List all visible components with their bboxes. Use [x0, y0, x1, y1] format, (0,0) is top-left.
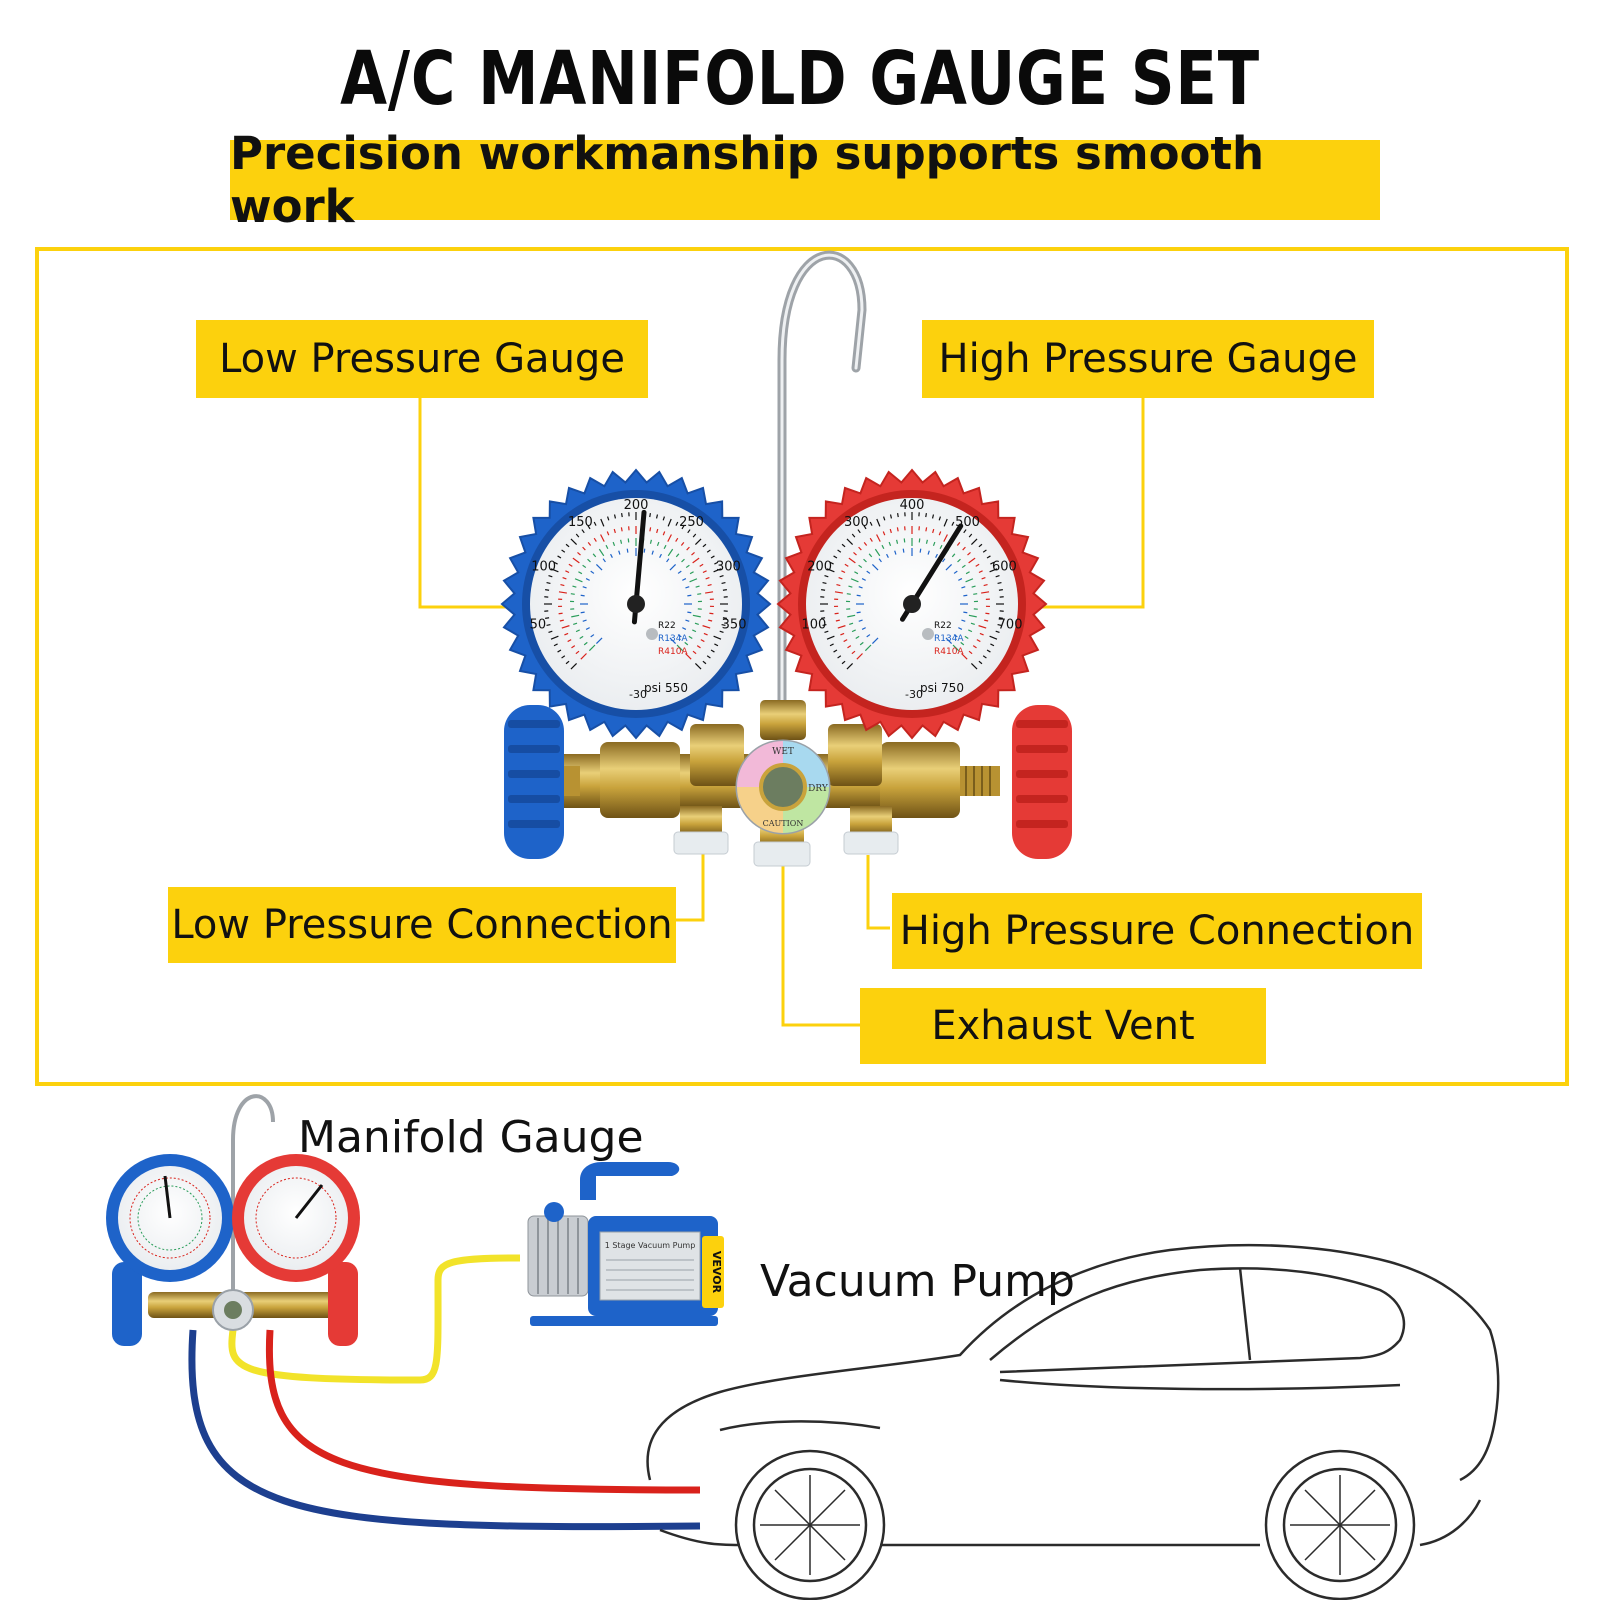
low-gauge-refrigerant-label: R410A	[658, 647, 688, 657]
high-gauge-scale-label: 600	[992, 560, 1017, 575]
leader-exhaust-vent	[781, 865, 860, 1027]
manifold-gauge-label: Manifold Gauge	[298, 1112, 644, 1163]
red-hose	[265, 1329, 701, 1494]
blue-hose	[188, 1329, 701, 1531]
callout-exhaust-vent: Exhaust Vent	[860, 988, 1266, 1064]
high-gauge-unit-label: psi 750	[920, 681, 964, 695]
callout-low-pressure-gauge: Low Pressure Gauge	[196, 320, 648, 398]
low-gauge-refrigerant-label: R22	[658, 621, 676, 631]
low-gauge-scale-label: 300	[716, 560, 741, 575]
low-gauge-vacuum-label: -30	[629, 688, 647, 701]
high-gauge-scale-label: 100	[802, 618, 827, 633]
high-side-valve-knob	[1012, 705, 1072, 859]
high-gauge-needle-hub	[903, 595, 921, 613]
high-gauge-refrigerant-label: R410A	[934, 647, 964, 657]
high-gauge-scale-label: 300	[844, 515, 869, 530]
low-pressure-port	[673, 806, 729, 855]
low-gauge-needle-hub	[627, 595, 645, 613]
yellow-hose	[228, 1254, 521, 1384]
leader-low-gauge	[418, 398, 520, 609]
sight-glass: WET DRY CAUTION	[735, 739, 831, 835]
low-gauge-scale-label: 50	[530, 618, 547, 633]
sight-glass-dry: DRY	[808, 784, 829, 794]
sight-glass-caution: CAUTION	[763, 819, 804, 828]
low-gauge-scale-label: 150	[568, 515, 593, 530]
pump-plate-text: 1 Stage Vacuum Pump	[605, 1241, 696, 1250]
high-gauge-vacuum-label: -30	[905, 688, 923, 701]
high-gauge-scale-label: 700	[998, 618, 1023, 633]
high-gauge-scale-label: 200	[807, 560, 832, 575]
callout-high-pressure-connection: High Pressure Connection	[892, 893, 1422, 969]
small-manifold-gauge	[106, 1094, 360, 1346]
high-gauge-refrigerant-label: R22	[934, 621, 952, 631]
car-outline	[646, 1243, 1500, 1600]
low-gauge-scale-label: 100	[531, 560, 556, 575]
page-title: A/C MANIFOLD GAUGE SET	[340, 36, 1260, 122]
low-gauge-refrigerant-label: R134A	[658, 634, 688, 644]
low-gauge-scale-label: 250	[679, 515, 704, 530]
pump-brand-label: VEVOR	[710, 1251, 723, 1294]
leader-high-gauge	[1030, 398, 1145, 609]
callout-low-pressure-connection: Low Pressure Connection	[168, 887, 676, 963]
product-frame	[35, 247, 1569, 1086]
leader-lines	[418, 398, 1145, 1027]
vacuum-pump-label: Vacuum Pump	[760, 1256, 1075, 1307]
high-pressure-port	[843, 806, 899, 855]
callout-high-pressure-gauge: High Pressure Gauge	[922, 320, 1374, 398]
vacuum-pump: 1 Stage Vacuum Pump VEVOR	[527, 1162, 724, 1326]
leader-low-connection	[676, 850, 705, 922]
low-side-valve-knob	[504, 705, 564, 859]
low-gauge-scale-label: 350	[722, 618, 747, 633]
high-gauge-refrigerant-label: R134A	[934, 634, 964, 644]
low-gauge-scale-label: 200	[624, 498, 649, 513]
leader-high-connection	[866, 855, 890, 930]
low-gauge-unit-label: psi 550	[644, 681, 688, 695]
sight-glass-wet: WET	[772, 747, 794, 757]
high-gauge-scale-label: 400	[900, 498, 925, 513]
